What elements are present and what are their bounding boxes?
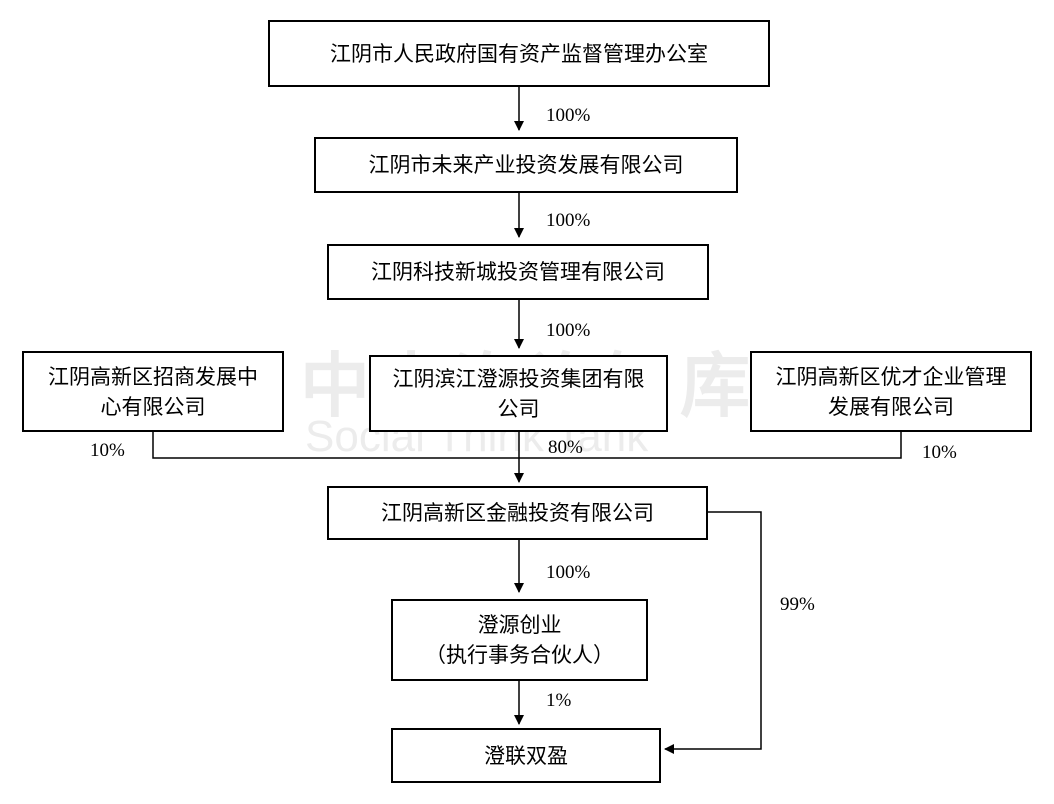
node-future: 江阴市未来产业投资发展有限公司 bbox=[314, 137, 738, 193]
pct-youcai-finance: 10% bbox=[922, 442, 957, 463]
node-sasac-label: 江阴市人民政府国有资产监督管理办公室 bbox=[330, 41, 708, 66]
pct-finance-chengyuan: 100% bbox=[546, 562, 591, 583]
pct-sasac-future: 100% bbox=[546, 105, 591, 126]
node-tech: 江阴科技新城投资管理有限公司 bbox=[327, 244, 709, 300]
edge-finance-chenglian bbox=[664, 511, 762, 754]
pct-tech-binjiang: 100% bbox=[546, 320, 591, 341]
node-finance: 江阴高新区金融投资有限公司 bbox=[327, 486, 708, 540]
edge-youcai-finance bbox=[519, 432, 902, 459]
pct-binjiang-finance: 80% bbox=[548, 437, 583, 458]
node-future-label: 江阴市未来产业投资发展有限公司 bbox=[368, 153, 684, 177]
node-sasac: 江阴市人民政府国有资产监督管理办公室 bbox=[268, 20, 770, 87]
node-zhaoshang: 江阴高新区招商发展中心有限公司 bbox=[22, 351, 284, 432]
pct-finance-chenglian: 99% bbox=[780, 594, 815, 615]
node-chengyuan-line2: （执行事务合伙人） bbox=[425, 643, 614, 667]
node-youcai-label: 江阴高新区优才企业管理发展有限公司 bbox=[775, 364, 1007, 419]
edge-zhaoshang-finance bbox=[152, 432, 519, 459]
node-binjiang: 江阴滨江澄源投资集团有限公司 bbox=[369, 355, 668, 432]
node-chenglian: 澄联双盈 bbox=[391, 728, 661, 783]
node-finance-label: 江阴高新区金融投资有限公司 bbox=[381, 501, 654, 525]
node-zhaoshang-label: 江阴高新区招商发展中心有限公司 bbox=[48, 364, 258, 419]
node-chengyuan-line1: 澄源创业 bbox=[477, 613, 562, 637]
node-chengyuan: 澄源创业 （执行事务合伙人） bbox=[391, 599, 648, 681]
node-chenglian-label: 澄联双盈 bbox=[484, 743, 568, 768]
node-binjiang-label: 江阴滨江澄源投资集团有限公司 bbox=[392, 366, 645, 421]
pct-future-tech: 100% bbox=[546, 210, 591, 231]
node-tech-label: 江阴科技新城投资管理有限公司 bbox=[371, 260, 665, 284]
pct-zhaoshang-finance: 10% bbox=[90, 440, 125, 461]
pct-chengyuan-chenglian: 1% bbox=[546, 690, 572, 711]
node-youcai: 江阴高新区优才企业管理发展有限公司 bbox=[750, 351, 1032, 432]
